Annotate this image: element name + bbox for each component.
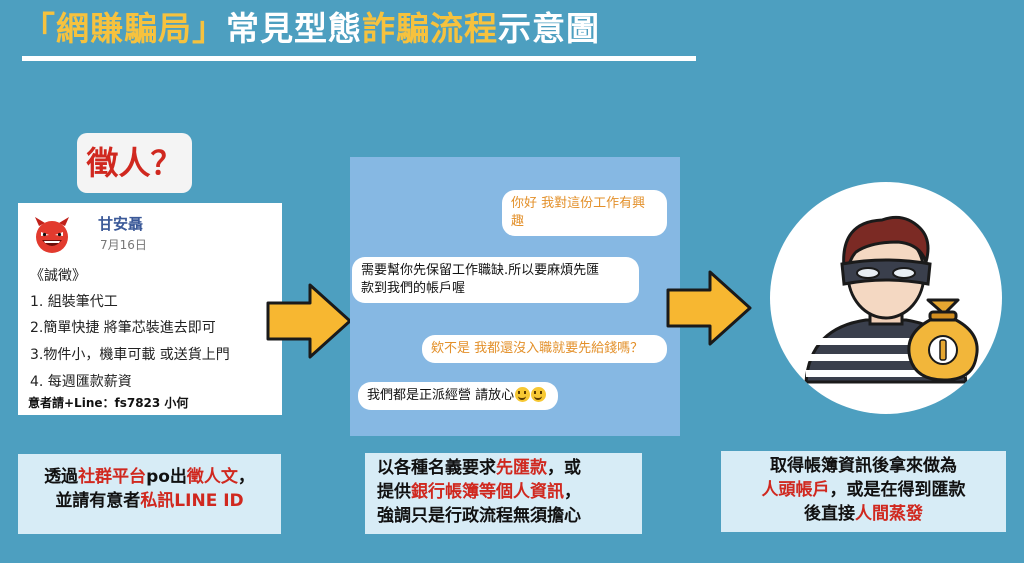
title-part-1: 「網賺騙局」 bbox=[22, 9, 226, 48]
recruitment-post-card: 甘安聶 7月16日 《誠徵》 1. 組裝筆代工 2.簡單快捷 將筆芯裝進去即可 … bbox=[18, 203, 282, 415]
chat-bubble-victim: 你好 我對這份工作有興趣 bbox=[502, 190, 667, 236]
caption-highlight: 徵人文 bbox=[186, 467, 238, 487]
post-contact: 意者請+Line：fs7823 小何 bbox=[28, 396, 189, 410]
chat-text: 需要幫你先保留工作職缺.所以要麻煩先匯 bbox=[361, 263, 600, 278]
caption-highlight: 人間蒸發 bbox=[855, 504, 923, 524]
caption-text: ， bbox=[237, 467, 255, 487]
right-arrow-icon bbox=[266, 283, 352, 359]
chat-bubble-scammer: 需要幫你先保留工作職缺.所以要麻煩先匯款到我們的帳戶喔 bbox=[352, 257, 639, 303]
caption-text: 後直接 bbox=[804, 504, 855, 524]
caption-step-1: 透過社群平台po出徵人文， 並請有意者私訊LINE ID bbox=[18, 454, 281, 534]
devil-face-icon bbox=[35, 217, 69, 253]
post-line: 《誠徵》 bbox=[30, 268, 86, 284]
caption-text: 強調只是行政流程無須擔心 bbox=[377, 506, 581, 526]
thief-illustration bbox=[770, 182, 1002, 414]
post-line: 3.物件小，機車可載 或送貨上門 bbox=[30, 347, 230, 363]
caption-text: po出 bbox=[146, 467, 187, 487]
post-line: 1. 組裝筆代工 bbox=[30, 294, 118, 310]
chat-text: 我們都是正派經營 請放心 bbox=[367, 388, 515, 403]
caption-highlight: 先匯款 bbox=[496, 458, 547, 478]
caption-text: 取得帳簿資訊後拿來做為 bbox=[770, 456, 957, 476]
caption-text: 並請有意者 bbox=[55, 491, 141, 511]
caption-highlight: 私訊LINE ID bbox=[140, 491, 244, 511]
smiley-icon bbox=[531, 387, 547, 402]
thief-with-money-bag-icon bbox=[804, 215, 979, 384]
title-underline bbox=[22, 56, 696, 61]
caption-text: ，或 bbox=[547, 458, 581, 478]
caption-text: ，或是在得到匯款 bbox=[829, 480, 966, 500]
caption-text: 提供 bbox=[377, 482, 411, 502]
caption-highlight: 社群平台 bbox=[78, 467, 147, 487]
caption-step-3: 取得帳簿資訊後拿來做為 人頭帳戶，或是在得到匯款 後直接人間蒸發 bbox=[721, 451, 1006, 532]
caption-text: 透過 bbox=[44, 467, 79, 487]
caption-highlight: 銀行帳簿等個人資訊 bbox=[411, 482, 564, 502]
chat-text: 你好 我對這份工作有興趣 bbox=[511, 196, 646, 229]
caption-step-2: 以各種名義要求先匯款，或 提供銀行帳簿等個人資訊， 強調只是行政流程無須擔心 bbox=[365, 453, 642, 534]
chat-text: 欸不是 我都還沒入職就要先給錢嗎？ bbox=[431, 341, 644, 356]
right-arrow-icon bbox=[666, 270, 752, 346]
smiley-icon bbox=[515, 387, 531, 402]
post-date: 7月16日 bbox=[100, 238, 147, 252]
caption-text: ， bbox=[564, 482, 581, 502]
title-part-3: 詐騙流程 bbox=[362, 9, 498, 48]
recruit-tag: 徵人？ bbox=[77, 133, 192, 193]
title-part-2: 常見型態 bbox=[226, 9, 362, 48]
page-title: 「網賺騙局」常見型態詐騙流程示意圖 bbox=[22, 6, 694, 54]
chat-bubble-scammer: 我們都是正派經營 請放心 bbox=[358, 382, 558, 410]
caption-highlight: 人頭帳戶 bbox=[761, 480, 830, 500]
post-line: 2.簡單快捷 將筆芯裝進去即可 bbox=[30, 320, 216, 336]
post-line: 4. 每週匯款薪資 bbox=[30, 374, 132, 390]
caption-text: 以各種名義要求 bbox=[377, 458, 496, 478]
poster-name: 甘安聶 bbox=[98, 215, 144, 233]
title-part-4: 示意圖 bbox=[498, 9, 600, 48]
chat-bubble-victim: 欸不是 我都還沒入職就要先給錢嗎？ bbox=[422, 335, 667, 363]
chat-panel: 你好 我對這份工作有興趣 需要幫你先保留工作職缺.所以要麻煩先匯款到我們的帳戶喔… bbox=[350, 157, 680, 436]
chat-text: 款到我們的帳戶喔 bbox=[361, 281, 466, 296]
